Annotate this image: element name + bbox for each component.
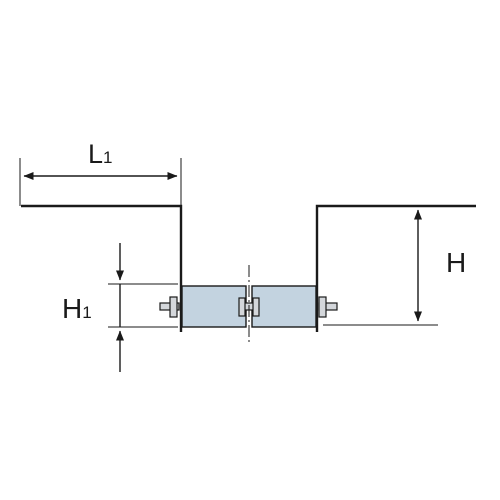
right-clamp-bolt xyxy=(318,296,338,318)
rubber-element-right xyxy=(251,285,317,328)
rubber-element-left xyxy=(181,285,247,328)
left-clamp-bolt xyxy=(159,296,180,318)
right-flange-profile xyxy=(315,204,476,332)
h-label: H xyxy=(446,247,466,278)
h1-label: H1 xyxy=(62,293,92,324)
left-flange-profile xyxy=(21,204,183,332)
l1-label: L1 xyxy=(88,139,113,169)
